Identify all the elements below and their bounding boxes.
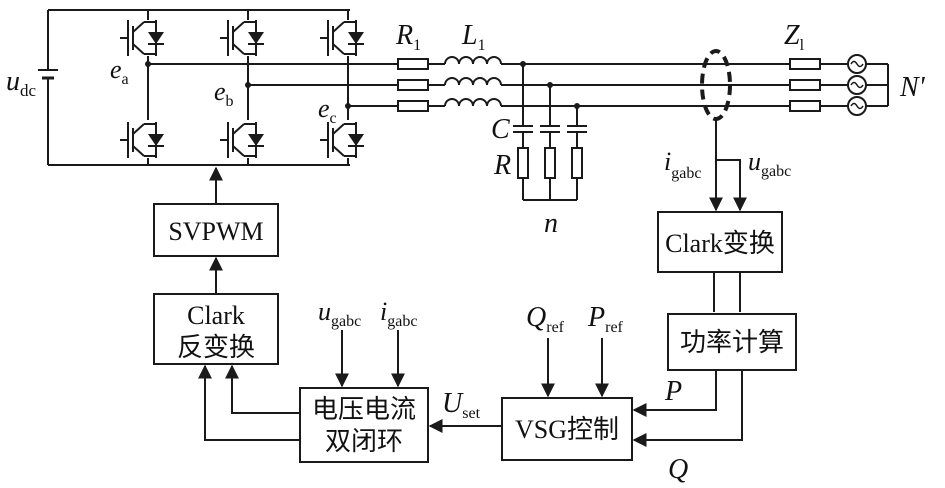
- igbt-icon: [219, 19, 265, 57]
- dual-loop-label-1: 电压电流: [312, 395, 416, 424]
- n-label: n: [544, 208, 558, 239]
- c-label: C: [491, 114, 510, 145]
- u-set-label: Uset: [442, 388, 481, 422]
- igbt-icon: [319, 19, 365, 57]
- u-gabc-ref-label: ugabc: [318, 297, 361, 330]
- r1-label: R1: [395, 20, 421, 54]
- igbt-icon: [219, 121, 265, 159]
- ec-label: ec: [318, 94, 337, 127]
- l1-label: L1: [461, 20, 486, 54]
- clark-inverse-block: Clark 反变换: [153, 293, 279, 365]
- dual-loop-label-2: 双闭环: [325, 427, 403, 456]
- clark-inv-label-2: 反变换: [177, 333, 255, 362]
- zl-label: Zl: [784, 20, 805, 54]
- ea-label: ea: [110, 55, 129, 88]
- svpwm-label: SVPWM: [168, 217, 263, 246]
- p-ref-label: Pref: [587, 302, 624, 336]
- vsg-label: VSG控制: [515, 415, 619, 444]
- power-calc-block: 功率计算: [667, 313, 797, 371]
- udc-label: udc: [6, 66, 37, 100]
- measurement-probe: [700, 49, 747, 212]
- r-label: R: [493, 150, 511, 181]
- q-label: Q: [668, 454, 688, 485]
- p-label: P: [664, 376, 682, 407]
- circuit-labels: udc ea eb ec R1 L1 C R n Zl N' igabc uga…: [6, 20, 926, 485]
- i-gabc-label: igabc: [664, 147, 701, 182]
- phase-lines: [148, 54, 889, 116]
- clark-block: Clark变换: [657, 211, 783, 273]
- dual-loop-block: 电压电流 双闭环: [299, 387, 429, 463]
- ac-source-icon: [847, 54, 867, 116]
- igbt-icon: [319, 121, 365, 159]
- power-label: 功率计算: [680, 328, 784, 357]
- igbt-icon: [119, 121, 165, 159]
- vsg-control-block: VSG控制: [501, 397, 633, 461]
- clark-label: Clark变换: [665, 229, 775, 258]
- n-prime-label: N': [899, 72, 926, 103]
- svpwm-block: SVPWM: [153, 203, 279, 257]
- eb-label: eb: [214, 77, 234, 110]
- u-gabc-label: ugabc: [748, 147, 791, 180]
- i-gabc-ref-label: igabc: [380, 297, 417, 330]
- clark-inv-label-1: Clark: [187, 301, 245, 330]
- igbt-icon: [119, 19, 165, 57]
- lc-filter: [513, 61, 587, 201]
- q-ref-label: Qref: [526, 302, 565, 336]
- inverter-bridge: [38, 9, 365, 166]
